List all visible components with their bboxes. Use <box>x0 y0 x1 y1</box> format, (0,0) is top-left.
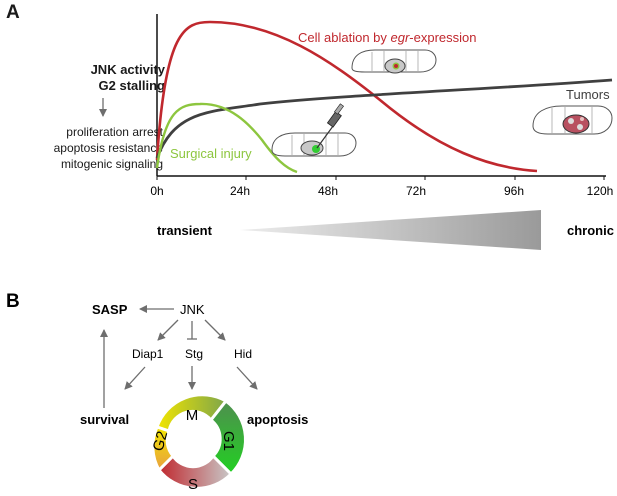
transient-chronic-gradient <box>240 210 541 250</box>
larva-surgical-icon <box>271 132 357 157</box>
x-tick-72h: 72h <box>406 184 426 198</box>
larva-tumor-icon <box>532 105 613 135</box>
jnk-activity-label: JNK activity <box>90 62 165 77</box>
x-tick-120h: 120h <box>587 184 614 198</box>
sasp-node: SASP <box>92 302 128 317</box>
chronic-label: chronic <box>567 223 614 238</box>
ablation-label: Cell ablation by egr-expression <box>298 30 477 45</box>
x-tick-96h: 96h <box>504 184 524 198</box>
proliferation-arrest-label: proliferation arrest <box>66 125 163 139</box>
phase-s-label: S <box>188 476 198 493</box>
phase-m-label: M <box>186 407 199 424</box>
x-tick-48h: 48h <box>318 184 338 198</box>
needle-icon <box>316 103 344 149</box>
transient-label: transient <box>157 223 213 238</box>
diap1-node: Diap1 <box>132 347 164 361</box>
larva-ablation-icon <box>351 49 437 74</box>
hid-node: Hid <box>234 347 252 361</box>
tumors-curve <box>155 78 613 159</box>
ablation-curve <box>155 20 538 173</box>
apoptosis-node: apoptosis <box>247 412 308 427</box>
phase-g2-label: G2 <box>150 429 172 453</box>
cell-cycle-ring <box>151 393 247 490</box>
surgical-injury-label: Surgical injury <box>170 146 252 161</box>
hid-to-apoptosis-arrow <box>236 366 258 390</box>
stg-node: Stg <box>185 347 203 361</box>
x-tick-24h: 24h <box>230 184 250 198</box>
phase-g1-label: G1 <box>220 431 237 451</box>
survival-node: survival <box>80 412 129 427</box>
jnk-to-diap1-arrow <box>157 319 179 341</box>
jnk-node: JNK <box>180 302 205 317</box>
apoptosis-resistance-label: apoptosis resistance <box>53 141 163 155</box>
x-axis-ticks <box>156 176 605 180</box>
panel-a-letter: A <box>6 2 20 23</box>
surgical-injury-curve <box>155 102 298 174</box>
x-tick-0h: 0h <box>150 184 163 198</box>
jnk-to-hid-arrow <box>204 319 226 341</box>
g2-stalling-label: G2 stalling <box>98 78 165 93</box>
panel-b-letter: B <box>6 291 20 312</box>
diap1-to-survival-arrow <box>124 366 146 390</box>
tumors-label: Tumors <box>566 87 610 102</box>
mitogenic-signaling-label: mitogenic signaling <box>60 157 163 171</box>
